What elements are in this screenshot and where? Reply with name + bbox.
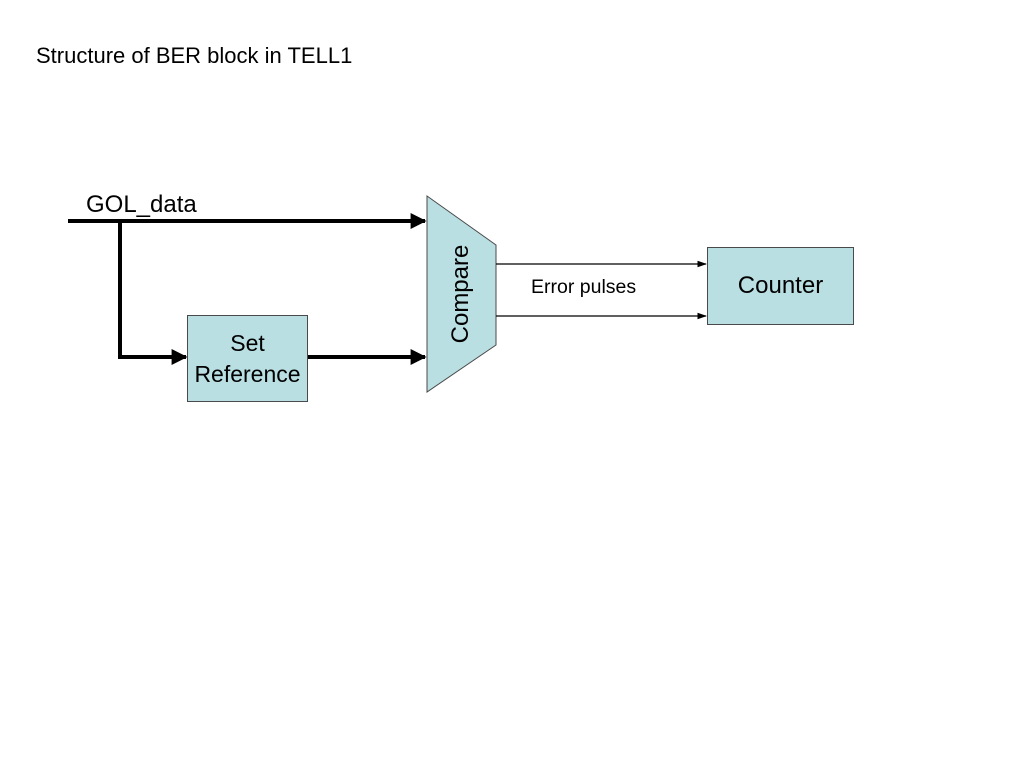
error-pulses-label: Error pulses — [531, 276, 637, 298]
slide-title: Structure of BER block in TELL1 — [36, 43, 353, 68]
compare-label: Compare — [447, 244, 474, 344]
set-reference-block: Set Reference — [187, 315, 308, 402]
counter-block: Counter — [707, 247, 854, 325]
gol-data-branch-line — [118, 221, 188, 365]
compare-block — [426, 195, 497, 393]
gol-data-label: GOL_data — [86, 191, 197, 218]
